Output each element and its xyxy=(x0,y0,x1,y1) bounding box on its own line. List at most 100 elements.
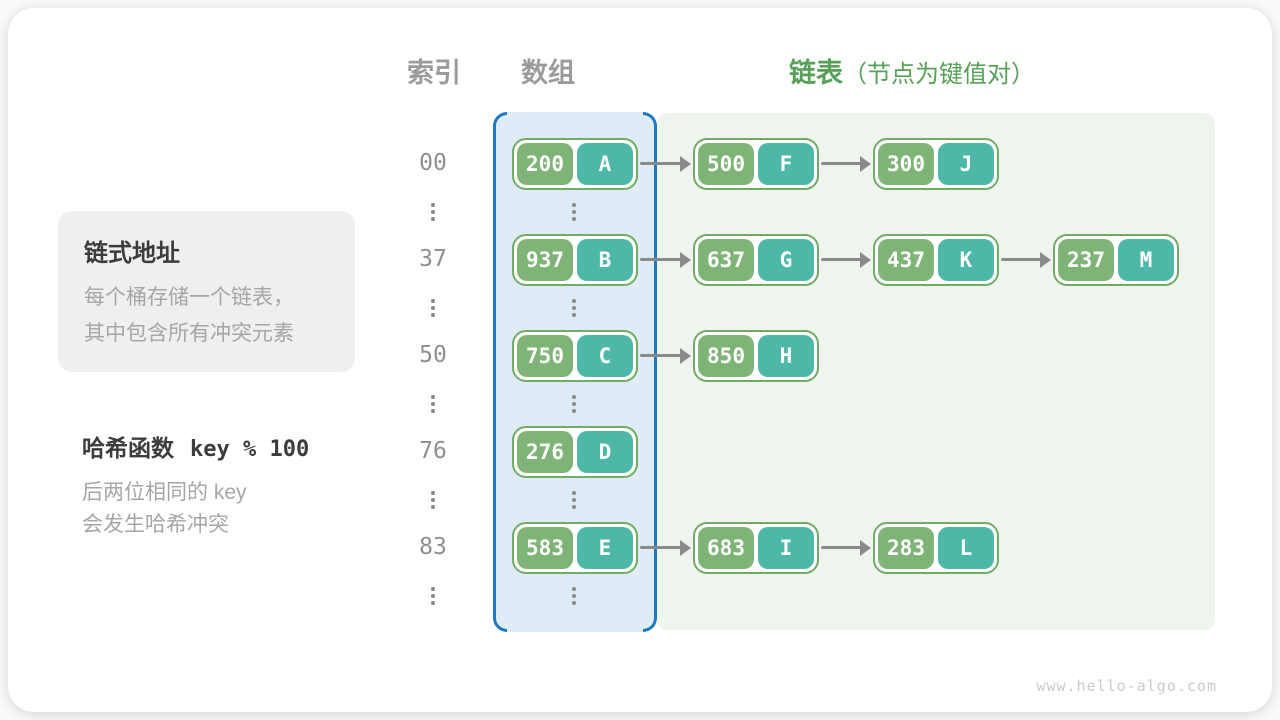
value-cell: L xyxy=(938,527,994,569)
value-cell: K xyxy=(938,239,994,281)
key-cell: 583 xyxy=(517,527,573,569)
arrow-head xyxy=(860,540,871,556)
hash-note-line: 后两位相同的 key xyxy=(82,481,247,504)
value-cell: B xyxy=(577,239,633,281)
key-cell: 300 xyxy=(878,143,934,185)
dot xyxy=(431,594,435,598)
arrow-line xyxy=(821,162,862,165)
key-cell: 276 xyxy=(517,431,573,473)
dot xyxy=(431,498,435,502)
dot xyxy=(572,587,576,591)
key-cell: 237 xyxy=(1058,239,1114,281)
dot xyxy=(572,409,576,413)
dot xyxy=(572,505,576,509)
dot xyxy=(572,210,576,214)
info-box: 链式地址 每个桶存储一个链表， 其中包含所有冲突元素 xyxy=(58,211,355,372)
dot xyxy=(431,395,435,399)
value-cell: F xyxy=(758,143,814,185)
arrow-head xyxy=(680,156,691,172)
column-header-list-note: （节点为键值对） xyxy=(843,61,1035,88)
value-cell: D xyxy=(577,431,633,473)
ellipsis-dots-icon xyxy=(570,395,578,413)
key-cell: 850 xyxy=(698,335,754,377)
dot xyxy=(431,491,435,495)
dot xyxy=(572,601,576,605)
arrow-right-icon xyxy=(821,252,871,268)
arrow-head xyxy=(1040,252,1051,268)
hash-function-note: 哈希函数 key % 100 后两位相同的 key 会发生哈希冲突 xyxy=(82,429,309,541)
dot xyxy=(572,594,576,598)
key-cell: 683 xyxy=(698,527,754,569)
dot xyxy=(431,210,435,214)
value-cell: I xyxy=(758,527,814,569)
key-cell: 937 xyxy=(517,239,573,281)
dot xyxy=(431,299,435,303)
arrow-head xyxy=(680,540,691,556)
dot xyxy=(431,203,435,207)
ellipsis-dots-icon xyxy=(429,299,437,317)
value-cell: H xyxy=(758,335,814,377)
dot xyxy=(572,313,576,317)
dot xyxy=(572,217,576,221)
arrow-right-icon xyxy=(640,540,691,556)
arrow-line xyxy=(821,258,862,261)
key-cell: 200 xyxy=(517,143,573,185)
index-label: 37 xyxy=(419,246,447,272)
value-cell: M xyxy=(1118,239,1174,281)
arrow-head xyxy=(860,252,871,268)
dot xyxy=(572,299,576,303)
ellipsis-dots-icon xyxy=(570,299,578,317)
ellipsis-dots-icon xyxy=(429,587,437,605)
arrow-line xyxy=(640,546,682,549)
dot xyxy=(431,505,435,509)
arrow-line xyxy=(640,162,682,165)
arrow-line xyxy=(640,258,682,261)
dot xyxy=(431,402,435,406)
column-header-list-label: 链表 xyxy=(789,58,843,88)
arrow-right-icon xyxy=(640,348,691,364)
hash-function-title: 哈希函数 key % 100 xyxy=(82,429,309,463)
ellipsis-dots-icon xyxy=(570,491,578,509)
index-label: 76 xyxy=(419,438,447,464)
index-label: 83 xyxy=(419,534,447,560)
key-cell: 500 xyxy=(698,143,754,185)
dot xyxy=(431,409,435,413)
dot xyxy=(572,491,576,495)
info-box-line: 其中包含所有冲突元素 xyxy=(84,322,294,345)
watermark: www.hello-algo.com xyxy=(1036,677,1217,695)
key-cell: 437 xyxy=(878,239,934,281)
ellipsis-dots-icon xyxy=(570,587,578,605)
ellipsis-dots-icon xyxy=(429,203,437,221)
dot xyxy=(431,217,435,221)
ellipsis-dots-icon xyxy=(429,395,437,413)
key-cell: 637 xyxy=(698,239,754,281)
info-box-line: 每个桶存储一个链表， xyxy=(84,286,294,309)
arrow-right-icon xyxy=(1001,252,1051,268)
column-header-index: 索引 xyxy=(407,58,461,88)
value-cell: C xyxy=(577,335,633,377)
value-cell: E xyxy=(577,527,633,569)
hash-note-line: 会发生哈希冲突 xyxy=(82,513,229,536)
arrow-right-icon xyxy=(821,156,871,172)
value-cell: G xyxy=(758,239,814,281)
info-box-title: 链式地址 xyxy=(84,240,180,267)
hash-function-formula: key % 100 xyxy=(190,437,310,462)
key-cell: 750 xyxy=(517,335,573,377)
key-cell: 283 xyxy=(878,527,934,569)
ellipsis-dots-icon xyxy=(429,491,437,509)
dot xyxy=(572,498,576,502)
value-cell: A xyxy=(577,143,633,185)
hash-function-label: 哈希函数 xyxy=(82,435,174,461)
arrow-head xyxy=(680,252,691,268)
